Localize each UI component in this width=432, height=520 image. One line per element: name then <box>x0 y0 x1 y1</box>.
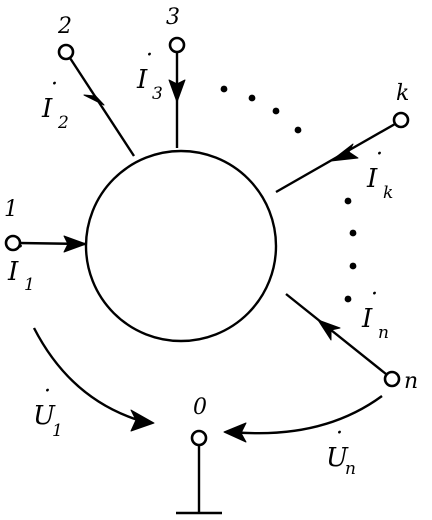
voltage-n-arrow <box>223 422 247 443</box>
terminal-1 <box>4 234 22 252</box>
voltage-1-arc <box>32 327 139 422</box>
node-0-label: 0 <box>193 395 207 420</box>
ellipsis-dot <box>344 197 352 205</box>
terminal-k <box>392 111 410 129</box>
voltage-label-n: · U n <box>326 421 356 479</box>
branch-k: k <box>275 81 410 194</box>
current-n-arrow <box>317 319 341 341</box>
current-label-n: · I n <box>361 282 389 343</box>
branch-3: 3 <box>166 5 186 148</box>
current-subscript: n <box>378 323 389 343</box>
voltage-n-arc <box>231 395 383 435</box>
branch-1: 1 <box>4 197 87 253</box>
dot-mark: · <box>336 421 343 446</box>
current-label-3: · I 3 <box>136 43 163 104</box>
voltage-symbol: U <box>326 443 349 473</box>
wire-n <box>285 293 387 375</box>
current-subscript: 1 <box>24 275 35 295</box>
terminal-3 <box>168 36 186 54</box>
current-symbol: I <box>136 65 148 95</box>
omitted-branches-dots <box>220 85 357 303</box>
current-k-arrow <box>330 143 359 162</box>
node-2-label: 2 <box>57 14 72 39</box>
current-symbol: I <box>361 304 373 334</box>
voltage-symbol: U <box>33 401 56 431</box>
current-subscript: 2 <box>57 113 69 133</box>
ellipsis-dot <box>220 85 228 93</box>
voltage-label-1: · U 1 <box>33 379 63 441</box>
ellipsis-dot <box>349 262 357 270</box>
branch-n: n <box>285 293 418 394</box>
ellipsis-dot <box>272 107 280 115</box>
dot-mark: · <box>44 379 51 404</box>
terminal-2 <box>57 43 75 61</box>
ellipsis-dot <box>349 229 357 237</box>
current-label-k: · I k <box>366 142 393 203</box>
dot-mark: · <box>51 72 58 97</box>
node-1-label: 1 <box>4 197 18 222</box>
dot-mark: · <box>17 235 24 260</box>
node-k-label: k <box>396 81 409 106</box>
node-n-label: n <box>404 369 418 394</box>
voltage-1-arrow <box>130 409 155 432</box>
ellipsis-dot <box>248 94 256 102</box>
network-circle <box>84 149 278 343</box>
terminal-n <box>383 370 401 388</box>
current-symbol: I <box>366 164 378 194</box>
current-symbol: I <box>41 94 53 124</box>
current-1-arrow <box>63 235 87 253</box>
voltage-subscript: 1 <box>52 421 63 441</box>
current-subscript: 3 <box>152 84 163 104</box>
node-3-label: 3 <box>166 5 180 30</box>
wire-2 <box>68 57 136 157</box>
ellipsis-dot <box>294 126 302 134</box>
ellipsis-dot <box>344 295 352 303</box>
terminal-0 <box>190 429 208 447</box>
branch-2: 2 <box>57 14 136 157</box>
current-3-arrow <box>168 79 186 103</box>
voltage-subscript: n <box>345 459 356 479</box>
current-label-2: · I 2 <box>41 72 69 133</box>
current-subscript: k <box>383 183 393 203</box>
reference-node-0: 0 <box>176 395 222 515</box>
current-2-arrow <box>83 89 105 106</box>
dot-mark: · <box>146 43 153 68</box>
dot-mark: · <box>371 282 378 307</box>
dot-mark: · <box>376 142 383 167</box>
current-symbol: I <box>7 257 19 287</box>
current-label-1: · I 1 <box>7 235 35 295</box>
